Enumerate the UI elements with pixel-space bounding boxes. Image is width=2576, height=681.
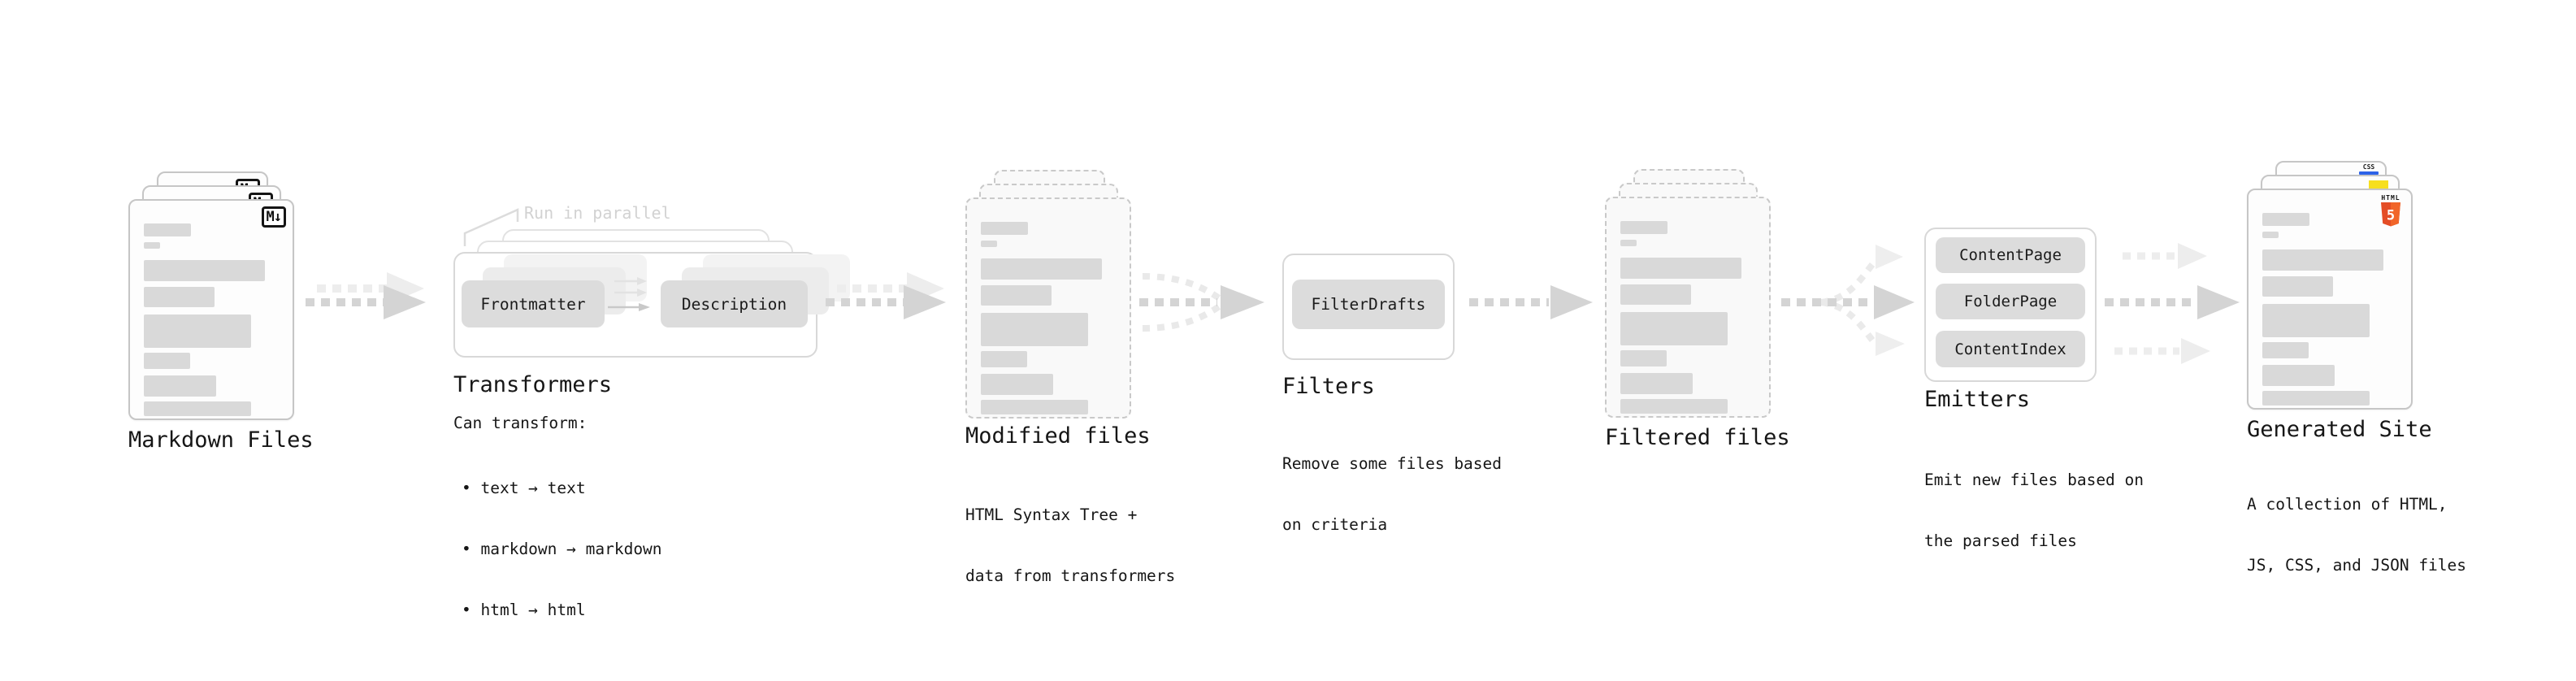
placeholder-bar <box>2262 213 2310 226</box>
flow-arrow-markdown-to-transformers <box>306 272 426 319</box>
placeholder-bar <box>144 314 251 348</box>
stage-label-transformers: Transformers <box>453 372 613 397</box>
document-skeleton <box>981 222 1117 414</box>
modified-files-subtitle: HTML Syntax Tree + data from transformer… <box>965 464 1175 627</box>
placeholder-bar <box>981 313 1088 346</box>
placeholder-bar <box>2262 365 2335 386</box>
description-pill: Description <box>661 280 808 327</box>
bullet-item: • markdown → markdown <box>462 540 662 558</box>
flow-arrow-filters-to-filtered <box>1469 285 1593 319</box>
placeholder-bar <box>2262 232 2279 238</box>
stage-label-emitters: Emitters <box>1924 387 2031 412</box>
placeholder-bar <box>981 258 1102 280</box>
modified-files-stack <box>965 170 1131 419</box>
html5-shield: 5 <box>2381 202 2400 227</box>
modified-file-front <box>965 197 1131 419</box>
placeholder-bar <box>144 287 215 307</box>
document-skeleton <box>1620 221 1756 414</box>
flow-arrow-modified-to-filters <box>1139 273 1264 332</box>
run-in-parallel-note: Run in parallel <box>524 203 671 223</box>
placeholder-bar <box>144 401 251 416</box>
placeholder-bar <box>144 242 161 249</box>
placeholder-bar <box>2262 342 2309 358</box>
contentindex-pill: ContentIndex <box>1936 331 2085 367</box>
transformers-bullets: • text → text • markdown → markdown • ht… <box>462 437 662 661</box>
frontmatter-pill: Frontmatter <box>462 280 605 327</box>
transformers-description: Can transform: <box>453 414 588 432</box>
javascript-icon <box>2369 180 2388 190</box>
filterdrafts-pill: FilterDrafts <box>1292 280 1445 329</box>
placeholder-bar <box>1620 221 1668 234</box>
placeholder-bar <box>1620 373 1693 394</box>
subtitle-line: Emit new files based on <box>1924 471 2144 489</box>
generated-site-stack: CSS HTML 5 <box>2247 161 2413 410</box>
placeholder-bar <box>1620 399 1728 414</box>
placeholder-bar <box>2262 276 2333 297</box>
placeholder-bar <box>2262 391 2370 406</box>
placeholder-bar <box>2262 249 2383 271</box>
html5-icon-label: HTML <box>2381 194 2400 202</box>
subtitle-line: the parsed files <box>1924 531 2077 550</box>
placeholder-bar <box>981 400 1088 414</box>
css-icon-bar <box>2359 171 2379 175</box>
stage-label-generated-site: Generated Site <box>2247 417 2432 442</box>
stage-label-filtered-files: Filtered files <box>1605 425 1790 450</box>
placeholder-bar <box>981 241 998 247</box>
placeholder-bar <box>1620 284 1691 305</box>
document-skeleton <box>144 223 280 416</box>
generated-site-subtitle: A collection of HTML, JS, CSS, and JSON … <box>2247 453 2466 616</box>
html-file: HTML 5 <box>2247 189 2413 410</box>
callout-line <box>463 208 519 246</box>
filtered-files-stack <box>1605 169 1771 418</box>
bullet-item: • text → text <box>462 479 586 497</box>
placeholder-bar <box>144 353 190 369</box>
stage-label-filters: Filters <box>1282 374 1375 399</box>
stage-label-modified-files: Modified files <box>965 423 1151 449</box>
pill-arrows <box>608 277 650 311</box>
placeholder-bar <box>144 260 265 281</box>
markdown-icon: M↓ <box>261 206 286 228</box>
emitters-subtitle: Emit new files based on the parsed files <box>1924 429 2144 592</box>
placeholder-bar <box>981 374 1053 395</box>
placeholder-bar <box>1620 258 1741 279</box>
placeholder-bar <box>981 351 1027 367</box>
subtitle-line: JS, CSS, and JSON files <box>2247 556 2467 575</box>
flow-arrow-filtered-to-emitters <box>1781 245 1915 356</box>
placeholder-bar <box>981 285 1052 306</box>
flow-arrow-transformers-to-modified <box>826 272 946 319</box>
contentpage-pill: ContentPage <box>1936 237 2085 273</box>
subtitle-line: HTML Syntax Tree + <box>965 505 1138 524</box>
svg-text:5: 5 <box>2387 208 2395 224</box>
subtitle-line: data from transformers <box>965 566 1176 585</box>
placeholder-bar <box>2262 304 2370 337</box>
placeholder-bar <box>144 223 192 236</box>
subtitle-line: on criteria <box>1282 515 1388 534</box>
markdown-files-stack: M↓ M↓ M↓ <box>128 171 294 420</box>
css-icon: CSS <box>2359 164 2379 175</box>
subtitle-line: Remove some files based <box>1282 454 1503 473</box>
css-icon-label: CSS <box>2362 163 2375 171</box>
stage-label-markdown-files: Markdown Files <box>128 427 314 453</box>
placeholder-bar <box>1620 240 1637 246</box>
html5-icon: HTML 5 <box>2379 194 2403 227</box>
subtitle-line: A collection of HTML, <box>2247 495 2448 514</box>
document-skeleton <box>2262 213 2398 406</box>
placeholder-bar <box>981 222 1029 235</box>
filtered-file-front <box>1605 197 1771 418</box>
markdown-file-front: M↓ <box>128 199 294 420</box>
folderpage-pill: FolderPage <box>1936 284 2085 319</box>
bullet-item: • html → html <box>462 601 586 619</box>
placeholder-bar <box>1620 312 1728 345</box>
flow-arrow-emitters-to-generated <box>2105 243 2240 364</box>
placeholder-bar <box>144 375 216 397</box>
placeholder-bar <box>1620 350 1667 367</box>
filters-subtitle: Remove some files based on criteria <box>1282 413 1502 575</box>
